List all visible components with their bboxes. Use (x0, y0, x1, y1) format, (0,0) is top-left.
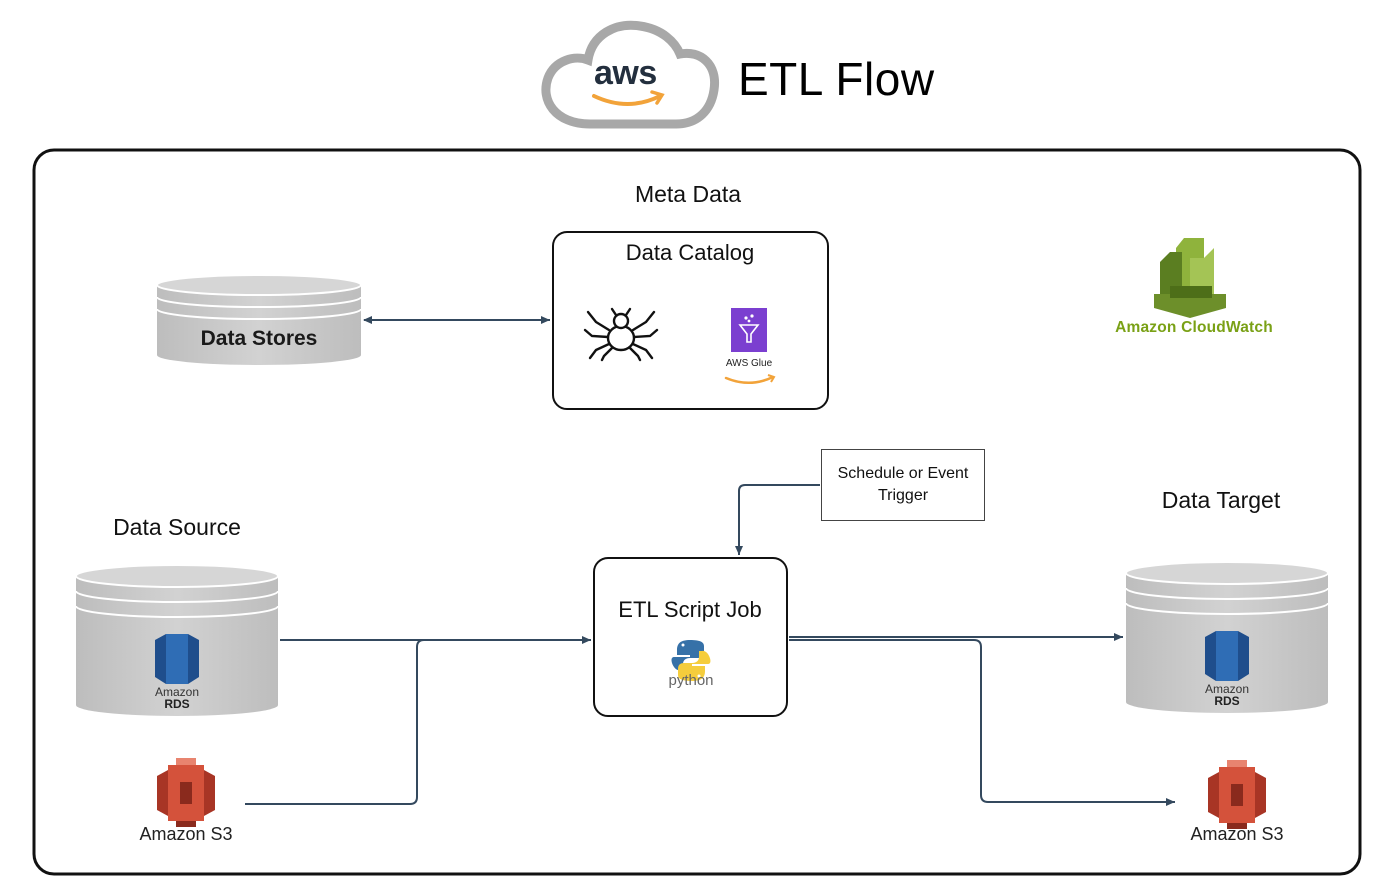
trigger-line-1: Schedule or Event (837, 465, 969, 482)
etl-job-title: ETL Script Job (618, 597, 762, 622)
data-catalog-box (552, 231, 829, 410)
target-s3-label: Amazon S3 (1190, 824, 1284, 844)
trigger-box: Schedule or Event Trigger (821, 449, 985, 521)
trigger-line-2: Trigger (877, 487, 929, 504)
source-rds-label-2: RDS (164, 697, 190, 711)
python-label: python (668, 672, 714, 689)
data-source-heading: Data Source (113, 514, 241, 540)
crawler-spider-icon (583, 307, 659, 362)
etl-job-box (593, 557, 788, 717)
source-s3-icon (157, 758, 215, 827)
data-catalog-title: Data Catalog (625, 240, 755, 265)
aws-glue-icon (724, 308, 776, 384)
job-to-s3-arrow (789, 639, 1175, 806)
meta-data-heading: Meta Data (634, 181, 742, 207)
source-s3-label: Amazon S3 (139, 824, 233, 844)
target-rds-label-1: Amazon (1204, 682, 1250, 696)
cloudwatch-icon (1154, 238, 1226, 318)
s3-to-job-arrow (245, 639, 425, 805)
aws-glue-label: AWS Glue (725, 358, 773, 369)
main-frame (32, 148, 1362, 876)
aws-logo (541, 20, 720, 129)
page-title: ETL Flow (738, 53, 935, 105)
python-icon (671, 640, 711, 681)
cloudwatch-label: Amazon CloudWatch (1115, 319, 1273, 336)
data-target-heading: Data Target (1161, 487, 1281, 513)
aws-logo-text: aws (594, 54, 657, 92)
trigger-arrow (735, 484, 820, 555)
data-stores-label: Data Stores (200, 327, 318, 350)
target-rds-icon (1205, 631, 1249, 681)
source-rds-label-1: Amazon (154, 685, 200, 699)
source-rds-icon (155, 634, 199, 684)
data-stores-cylinder (156, 274, 362, 365)
target-rds-label-2: RDS (1214, 694, 1240, 708)
target-s3-icon (1208, 760, 1266, 829)
